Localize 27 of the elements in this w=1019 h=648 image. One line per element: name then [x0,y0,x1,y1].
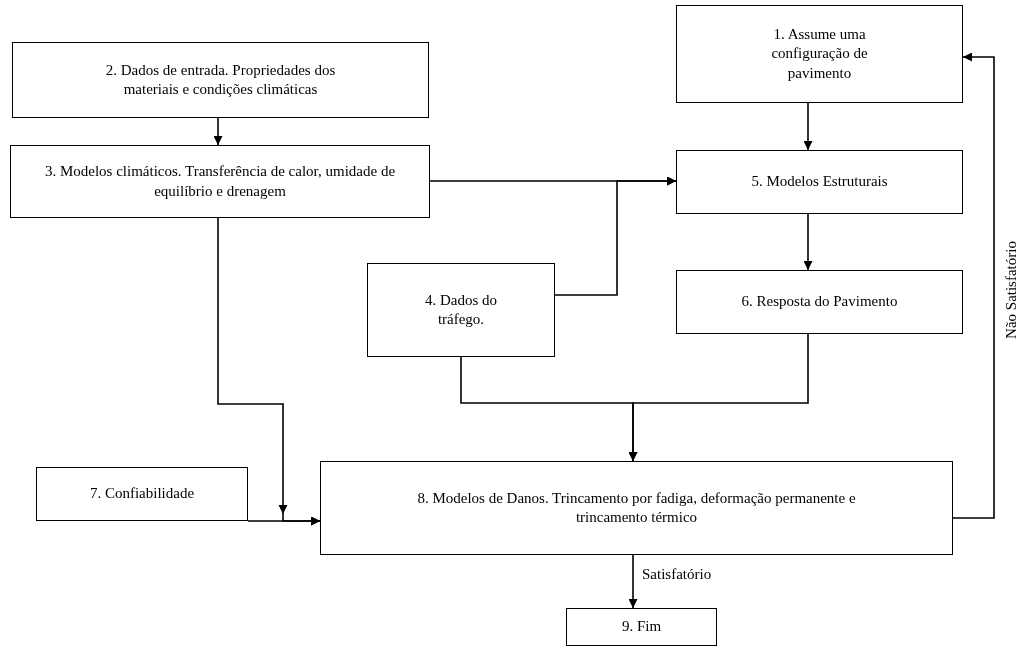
process-box [566,608,717,646]
arrow [952,52,995,519]
process-box [367,263,555,357]
box-text: 2. Dados de entrada. Propriedades dos materiais e condições climáticas [104,60,337,99]
arrow [803,213,813,271]
box-text: 7. Confiabilidade [89,484,195,504]
box-text: 3. Modelos climáticos. Transferência de calor, umidade de equilíbrio e drenagem [43,162,397,201]
arrow [554,176,677,296]
box-text: 4. Dados do tráfego. [423,290,499,329]
box-text: 8. Modelos de Danos. Trincamento por fadiga, deformação permanente e trincamento térmico [416,488,857,527]
box-text: 9. Fim [621,617,662,637]
arrow [247,516,321,526]
process-box [10,145,430,218]
process-box [676,150,963,214]
arrow [803,102,813,151]
box-text: 1. Assume uma configuração de pavimento [770,24,869,83]
box-text: 6. Resposta do Pavimento [741,292,898,312]
process-box [320,461,953,555]
process-box [676,5,963,103]
arrow [628,554,638,609]
process-box [12,42,429,118]
arrow [628,333,809,462]
edge-label: Não Satisfatório [1002,239,1019,341]
process-box [36,467,248,521]
arrow [213,117,223,146]
box-text: 5. Modelos Estruturais [751,172,888,192]
process-box [676,270,963,334]
